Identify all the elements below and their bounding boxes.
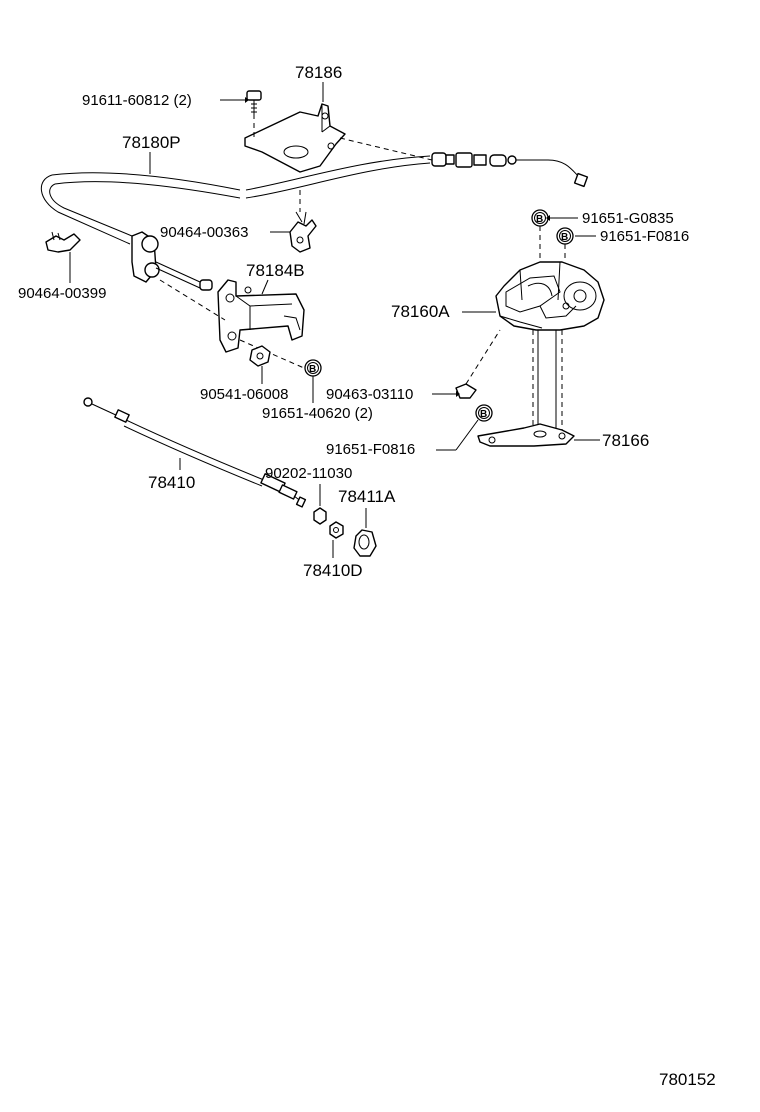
label-91651-G0835: 91651-G0835 [582, 210, 674, 227]
clamp-90464-00399 [45, 231, 81, 253]
label-91651-40620: 91651-40620 (2) [262, 405, 373, 422]
clamp-90464-00363 [289, 211, 317, 253]
label-78160A: 78160A [391, 302, 450, 321]
svg-text:B: B [536, 214, 543, 225]
bolt-91611-60812 [246, 90, 262, 114]
cable-end-grommet [131, 231, 213, 291]
bolt-marker-91651-F0816-bottom: B [475, 404, 493, 422]
label-90202-11030: 90202-11030 [265, 465, 352, 482]
label-90464-00399: 90464-00399 [18, 285, 106, 302]
figure-number: 780152 [659, 1070, 716, 1089]
label-78410D: 78410D [303, 561, 363, 580]
bolt-marker-91651-F0816-top: B [556, 227, 574, 245]
bracket-78166 [477, 423, 575, 447]
bracket-78184B [217, 279, 305, 353]
clip-90463-03110 [455, 383, 477, 399]
label-78184B: 78184B [246, 261, 305, 280]
label-78180P: 78180P [122, 133, 181, 152]
svg-text:B: B [561, 232, 568, 243]
bolt-marker-91651-40620: B [304, 359, 322, 377]
nut-90541-06008 [249, 345, 271, 367]
assembly-shafts [532, 226, 566, 432]
label-90464-00363: 90464-00363 [160, 224, 248, 241]
cable-78410 [83, 397, 307, 508]
washer-90202-11030 [313, 507, 327, 525]
label-78186: 78186 [295, 63, 342, 82]
svg-text:B: B [309, 364, 316, 375]
label-78411A: 78411A [338, 487, 396, 506]
cable-78180P [41, 152, 589, 245]
label-91611-60812: 91611-60812 (2) [82, 92, 192, 109]
label-91651-F0816-bottom: 91651-F0816 [326, 441, 415, 458]
label-78166: 78166 [602, 431, 649, 450]
bracket-78186 [244, 103, 346, 173]
label-90463-03110: 90463-03110 [326, 386, 413, 403]
label-90541-06008: 90541-06008 [200, 386, 288, 403]
svg-text:B: B [480, 409, 487, 420]
label-78410: 78410 [148, 473, 195, 492]
label-91651-F0816-top: 91651-F0816 [600, 228, 689, 245]
nut-78410D [329, 521, 344, 539]
grommet-78411A [353, 529, 377, 557]
bolt-marker-91651-G0835: B [531, 209, 549, 227]
assembly-78160A [495, 261, 605, 331]
